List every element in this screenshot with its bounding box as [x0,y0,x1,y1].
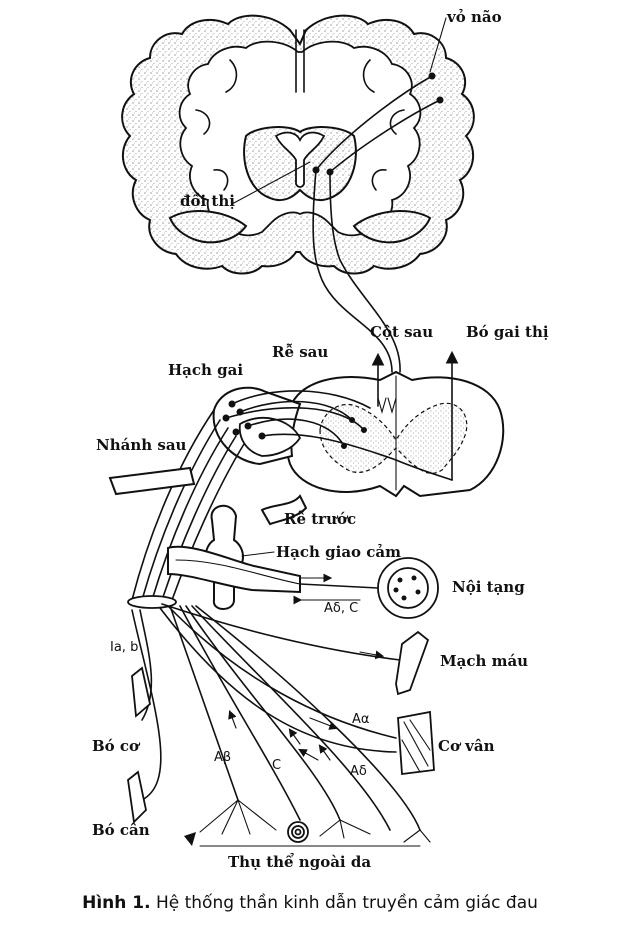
caption-text: Hệ thống thần kinh dẫn truyền cảm giác đ… [150,893,538,913]
label-spinothalamic-tract: Bó gai thị [466,323,549,341]
label-fiber-ia-b: Ia, b [110,640,138,655]
label-thalamus: đồi thị [180,192,235,210]
label-dorsal-branch: Nhánh sau [96,436,187,454]
pain-pathway-diagram: vỏ não đồi thị Cột sau Bó gai thị Rễ sau… [92,8,549,871]
label-skin-receptors: Thụ thể ngoài da [228,853,371,871]
label-blood-vessel: Mạch máu [440,652,528,670]
spinal-nerve [108,409,308,609]
label-fiber-a-beta: Aβ [214,750,231,765]
ascending-arrows [371,350,459,481]
caption-prefix: Hình 1. [82,893,151,913]
label-fiber-a-delta: Aδ [350,764,367,779]
label-dorsal-column: Cột sau [370,323,433,341]
figure-caption: Hình 1. Hệ thống thần kinh dẫn truyền cả… [0,893,620,913]
dorsal-root-ganglion-group [212,386,453,481]
label-tendon-organ: Bó cân [92,821,150,839]
label-dorsal-root-ganglion: Hạch gai [168,361,243,379]
label-viscera: Nội tạng [452,578,525,596]
label-fiber-a-alpha: Aα [352,712,369,727]
label-sympathetic-ganglion: Hạch giao cảm [276,543,401,561]
label-cortex: vỏ não [446,8,502,26]
sympathetic-chain [167,505,439,619]
label-dorsal-root: Rễ sau [272,343,328,361]
label-fiber-a-delta-c: Aδ, C [324,601,358,616]
label-skeletal-muscle: Cơ vân [438,737,495,755]
viscera-lumen-dots [393,575,421,601]
label-muscle-spindle: Bó cơ [92,737,141,755]
brain-section [121,14,475,275]
ascending-tracts [312,72,444,373]
label-fiber-c: C [272,758,281,773]
labels: vỏ não đồi thị Cột sau Bó gai thị Rễ sau… [92,8,549,871]
spinal-cord-section [284,370,505,498]
label-ventral-root: Rễ trước [284,510,356,528]
peripheral-fibers [127,603,435,847]
